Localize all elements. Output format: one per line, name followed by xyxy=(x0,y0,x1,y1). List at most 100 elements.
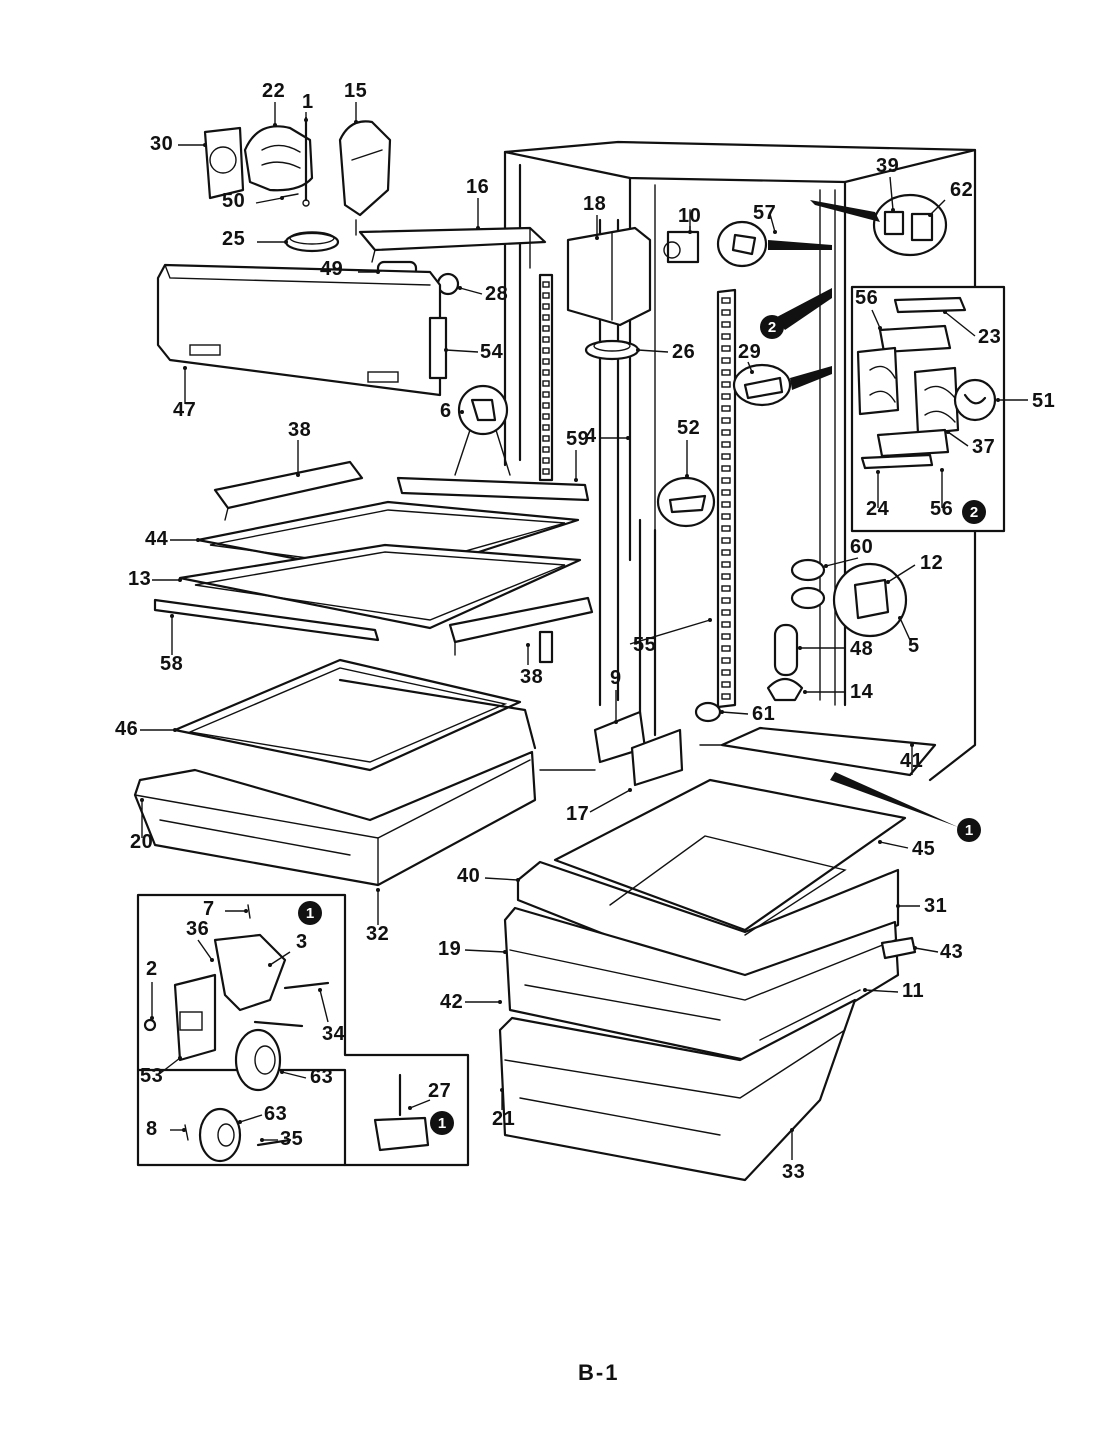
callout-26: 26 xyxy=(636,341,695,363)
control-panel-47 xyxy=(156,263,448,397)
inset-box-51 xyxy=(850,285,1006,746)
leader-line xyxy=(864,989,899,993)
leader-line xyxy=(319,989,329,1023)
leader-arrowhead xyxy=(178,578,182,582)
callout-60: 60 xyxy=(824,536,873,568)
callout-38: 38 xyxy=(520,643,543,688)
badge-1: 1 xyxy=(298,901,322,925)
leader-arrowhead xyxy=(500,1088,504,1092)
callout-label: 12 xyxy=(920,552,943,574)
leader-line xyxy=(721,711,749,715)
badge-circle xyxy=(962,500,986,524)
callout-10: 10 xyxy=(678,205,701,234)
leader-arrowhead xyxy=(408,1106,412,1110)
callout-13: 13 xyxy=(128,568,182,590)
callout-55: 55 xyxy=(629,618,712,656)
shelf-41 xyxy=(720,726,937,777)
screw-50 xyxy=(281,193,299,198)
leader-arrowhead xyxy=(798,646,802,650)
badge-2: 2 xyxy=(962,500,986,524)
badge-circle xyxy=(760,315,784,339)
knob-26 xyxy=(584,339,640,361)
callout-label: 60 xyxy=(850,536,873,558)
callout-label: 44 xyxy=(145,528,169,550)
leader-arrowhead xyxy=(318,988,322,992)
callout-21: 21 xyxy=(492,1088,515,1130)
callout-48: 48 xyxy=(798,638,873,660)
badge-1: 1 xyxy=(957,818,981,842)
callout-61: 61 xyxy=(720,703,775,725)
callout-label: 13 xyxy=(128,568,151,590)
callout-label: 51 xyxy=(1032,390,1055,412)
callout-label: 46 xyxy=(115,718,138,740)
callout-label: 5 xyxy=(908,635,920,657)
leader-line xyxy=(887,564,916,583)
shelf-frame-13 xyxy=(178,543,582,630)
leader-arrowhead xyxy=(574,478,578,482)
crisper-pan-32 xyxy=(133,678,537,887)
leader-arrowhead xyxy=(996,398,1000,402)
bracket-17 xyxy=(630,728,684,787)
light-detail-29 xyxy=(732,363,832,407)
callout-45: 45 xyxy=(878,838,935,860)
callout-label: 14 xyxy=(850,681,874,703)
callout-6: 6 xyxy=(440,400,464,422)
callout-19: 19 xyxy=(438,938,507,960)
callout-16: 16 xyxy=(466,176,489,230)
callout-label: 10 xyxy=(678,205,701,227)
callout-49: 49 xyxy=(320,258,380,280)
callout-label: 9 xyxy=(610,667,622,689)
leader-line xyxy=(871,309,881,329)
leader-line xyxy=(825,557,859,567)
callout-label: 52 xyxy=(677,417,700,439)
callout-label: 39 xyxy=(876,155,899,177)
badge-number: 1 xyxy=(965,822,973,839)
callout-54: 54 xyxy=(444,341,503,363)
callout-37: 37 xyxy=(946,430,995,458)
callout-label: 32 xyxy=(366,923,389,945)
bearing-61 xyxy=(694,701,722,723)
left-shelf-ladder xyxy=(538,273,554,482)
leader-arrowhead xyxy=(140,798,144,802)
callout-label: 2 xyxy=(146,958,158,980)
callout-36: 36 xyxy=(186,918,214,962)
callout-label: 47 xyxy=(173,399,196,421)
leader-line xyxy=(889,176,894,211)
leader-line xyxy=(281,1071,307,1079)
leader-line xyxy=(589,789,631,813)
leader-arrowhead xyxy=(636,348,640,352)
callout-label: 57 xyxy=(753,202,776,224)
leader-line xyxy=(947,431,969,447)
callout-label: 30 xyxy=(150,133,173,155)
shelf-trim-58 xyxy=(153,598,380,642)
callout-label: 34 xyxy=(322,1023,346,1045)
badge-1: 1 xyxy=(430,1111,454,1135)
callout-25: 25 xyxy=(222,228,288,250)
leader-arrowhead xyxy=(503,950,507,954)
leader-arrowhead xyxy=(182,1128,186,1132)
crisper-cover-45 xyxy=(553,778,907,932)
leader-arrowhead xyxy=(268,963,272,967)
leader-arrowhead xyxy=(284,240,288,244)
callout-8: 8 xyxy=(146,1118,186,1140)
leader-arrowhead xyxy=(244,909,248,913)
callout-label: 23 xyxy=(978,326,1001,348)
callout-label: 7 xyxy=(203,898,215,920)
leader-arrowhead xyxy=(913,946,917,950)
callout-label: 4 xyxy=(585,425,597,447)
callout-12: 12 xyxy=(886,552,943,584)
crisper-cover-46 xyxy=(173,658,522,772)
badge-number: 2 xyxy=(768,319,776,336)
callout-9: 9 xyxy=(610,667,622,724)
badge-2: 2 xyxy=(760,315,784,339)
leader-line xyxy=(929,199,946,216)
leader-arrowhead xyxy=(720,710,724,714)
leader-line xyxy=(944,311,976,337)
callout-label: 62 xyxy=(950,179,973,201)
leader-line xyxy=(157,1057,181,1076)
leader-line xyxy=(445,349,479,353)
leader-line xyxy=(409,1099,431,1109)
callout-label: 6 xyxy=(440,400,452,422)
